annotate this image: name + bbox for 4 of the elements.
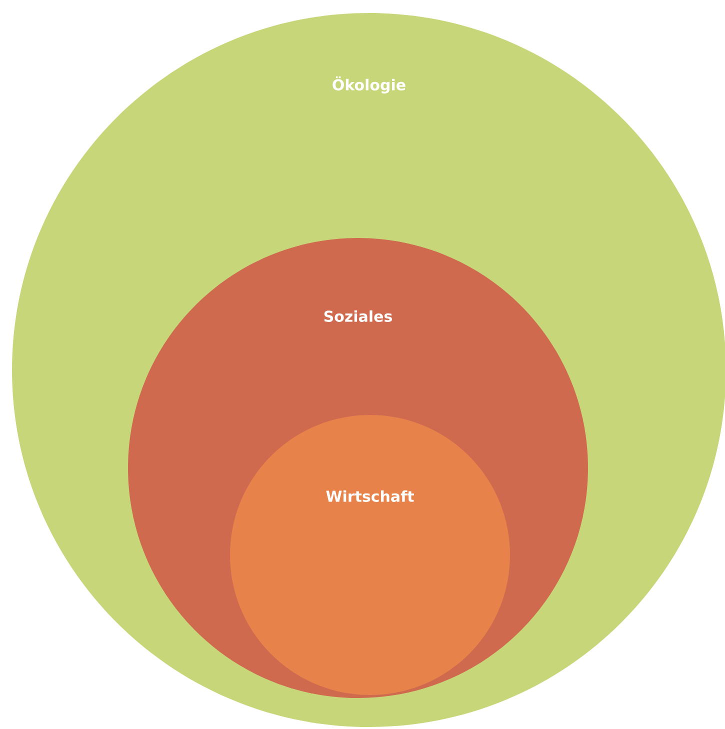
circle-label: Soziales xyxy=(324,310,392,322)
circle-label: Wirtschaft xyxy=(326,490,414,502)
inner-circle xyxy=(230,415,510,695)
circle-label: Ökologie xyxy=(332,76,406,94)
